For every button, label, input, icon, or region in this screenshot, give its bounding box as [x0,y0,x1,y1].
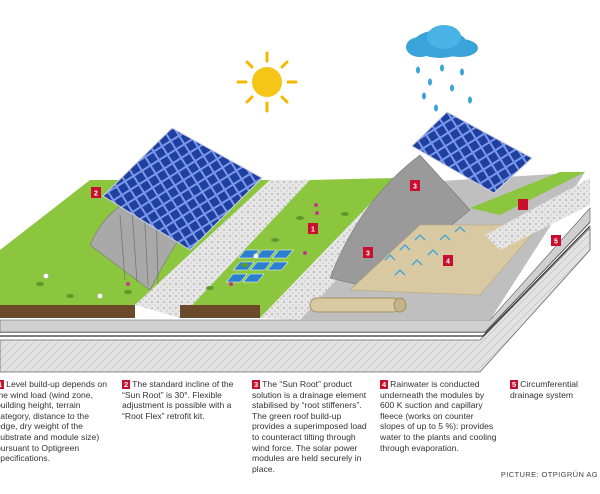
gravel-strip-1 [135,180,310,318]
note-5-text: Circumferential drainage system [510,379,578,400]
picture-credit: PICTURE: OTPIGRÜN AG [500,470,598,479]
note-2-number: 2 [122,380,131,389]
water-flow-marks [384,226,466,276]
label-3a: 3 [363,247,373,258]
green-roof-illustration: 1 2 3 3 4 5 [0,25,591,373]
solar-panel-right [411,111,533,194]
plants [36,203,349,299]
fleece-roll [309,297,407,313]
svg-text:4: 4 [446,259,450,266]
note-1-text: Level build-up depends on the wind load … [0,379,107,464]
note-2-text: The standard incline of the “Sun Root” i… [122,379,234,421]
svg-text:2: 2 [94,191,98,198]
green-roof-section-right [470,172,585,215]
label-5: 5 [551,235,561,246]
concrete-slab [0,227,591,373]
svg-text:3: 3 [366,251,370,258]
label-1: 1 [308,223,318,234]
note-3-text: The “Sun Root” product solution is a dra… [252,379,367,474]
note-1-number: 1 [0,380,5,389]
svg-text:5: 5 [554,239,558,246]
rain-cloud-icon [406,25,478,124]
label-6 [518,199,528,210]
note-5-number: 5 [510,380,519,389]
note-4-number: 4 [380,380,389,389]
label-2: 2 [91,187,101,198]
sun-icon [236,51,298,113]
svg-text:1: 1 [311,227,315,234]
svg-text:3: 3 [413,184,417,191]
note-4-text: Rainwater is conducted underneath the mo… [380,379,497,453]
perimeter-gravel [485,178,590,250]
label-4: 4 [443,255,453,266]
label-3b: 3 [410,180,420,191]
green-roof-section-middle [180,178,395,318]
note-3-number: 3 [252,380,261,389]
solar-panel-left [102,127,263,251]
